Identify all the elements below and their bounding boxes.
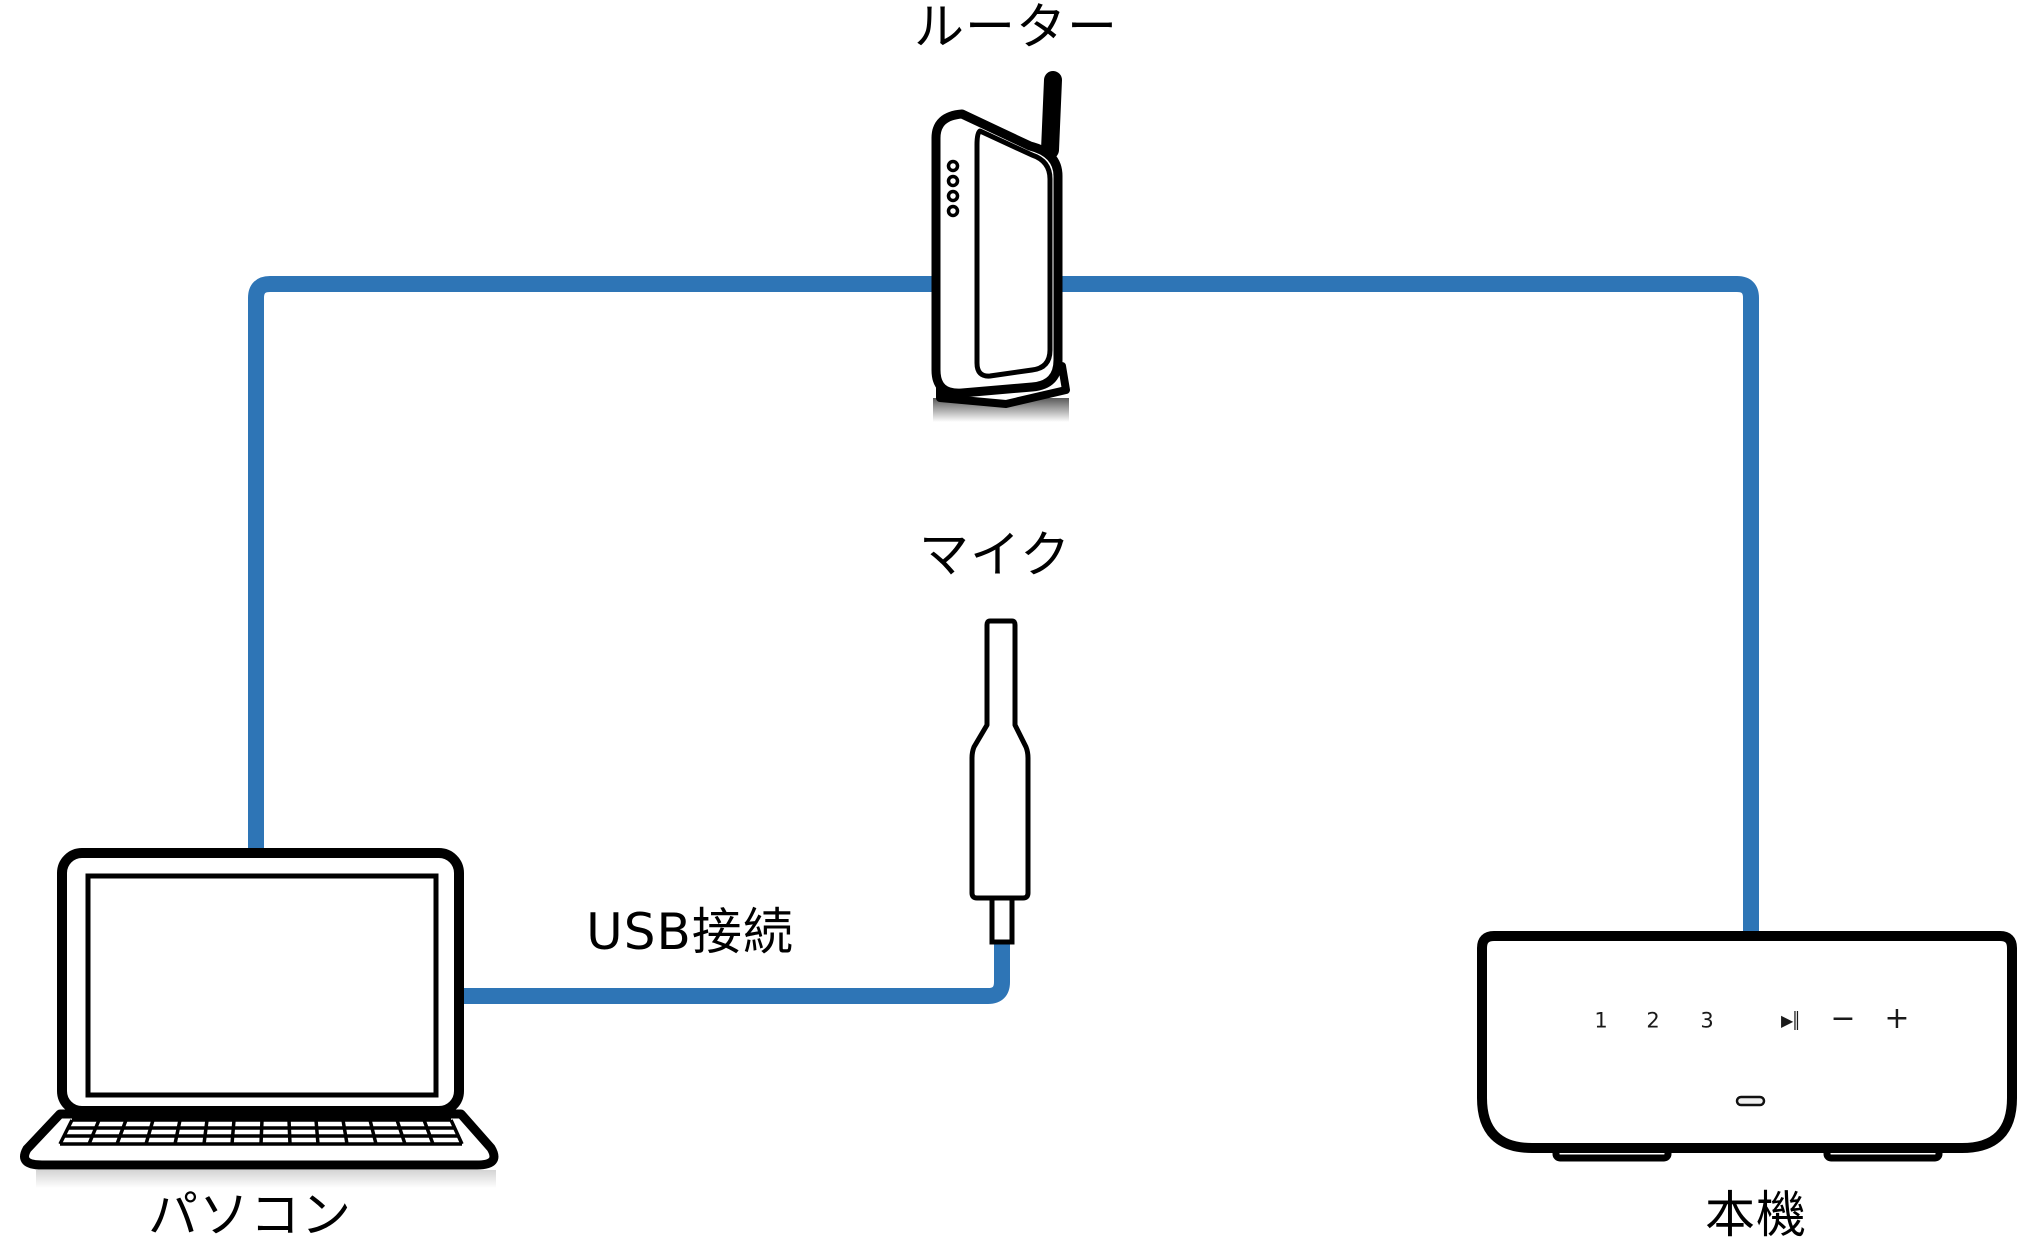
unit-preset-1-button: 1 xyxy=(1594,1008,1608,1033)
router-led-lights xyxy=(946,159,960,218)
usb-cable-line xyxy=(452,936,1010,1004)
speaker-unit-icon xyxy=(1477,931,2017,1162)
unit-volume-down-icon: − xyxy=(1830,1001,1856,1036)
laptop-keyboard xyxy=(58,1118,464,1146)
router-icon xyxy=(931,71,1070,422)
unit-power-touch-bar xyxy=(1735,1095,1766,1107)
usb-connection-label: USB接続 xyxy=(586,903,794,961)
pc-label: パソコン xyxy=(148,1186,352,1244)
unit-volume-up-icon: + xyxy=(1884,1001,1910,1036)
mic-label: マイク xyxy=(919,526,1071,584)
unit-preset-3-button: 3 xyxy=(1700,1008,1714,1033)
unit-play-pause-icon: ▶║ xyxy=(1781,1011,1801,1030)
microphone-icon xyxy=(969,618,1031,945)
unit-preset-2-button: 2 xyxy=(1646,1008,1660,1033)
laptop-icon xyxy=(20,848,499,1188)
unit-label: 本機 xyxy=(1705,1186,1807,1244)
router-label: ルーター xyxy=(914,0,1118,56)
